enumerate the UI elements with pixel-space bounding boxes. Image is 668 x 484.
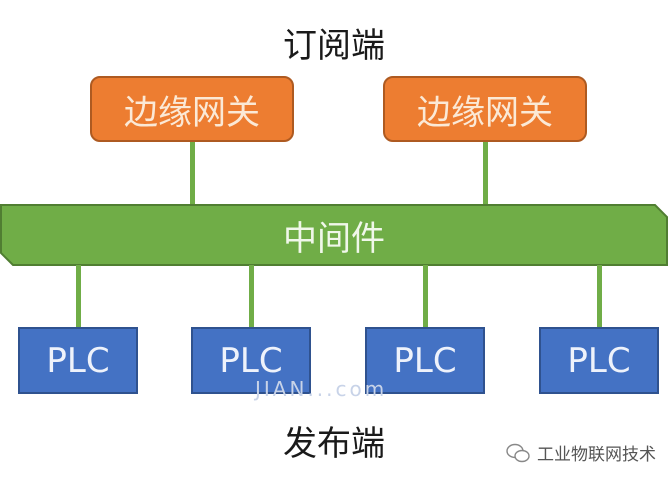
subscriber-title: 订阅端	[283, 26, 385, 66]
plc-box: PLC	[18, 327, 138, 394]
middleware-bar	[0, 204, 668, 266]
edge-gateway-box: 边缘网关	[90, 76, 294, 142]
connector-line	[483, 142, 488, 206]
connector-line	[597, 265, 602, 328]
connector-line	[249, 265, 254, 328]
edge-gateway-box: 边缘网关	[383, 76, 587, 142]
publisher-title: 发布端	[283, 424, 385, 464]
watermark-text: 工业物联网技术	[537, 445, 656, 465]
plc-box: PLC	[539, 327, 659, 394]
middleware-label: 中间件	[283, 218, 385, 259]
faint-watermark: JIAN...com	[255, 377, 388, 401]
connector-line	[423, 265, 428, 328]
plc-box: PLC	[365, 327, 485, 394]
connector-line	[76, 265, 81, 328]
wechat-icon	[506, 443, 530, 462]
plc-box: PLC	[191, 327, 311, 394]
watermark: 工业物联网技术	[505, 440, 656, 465]
connector-line	[190, 142, 195, 206]
